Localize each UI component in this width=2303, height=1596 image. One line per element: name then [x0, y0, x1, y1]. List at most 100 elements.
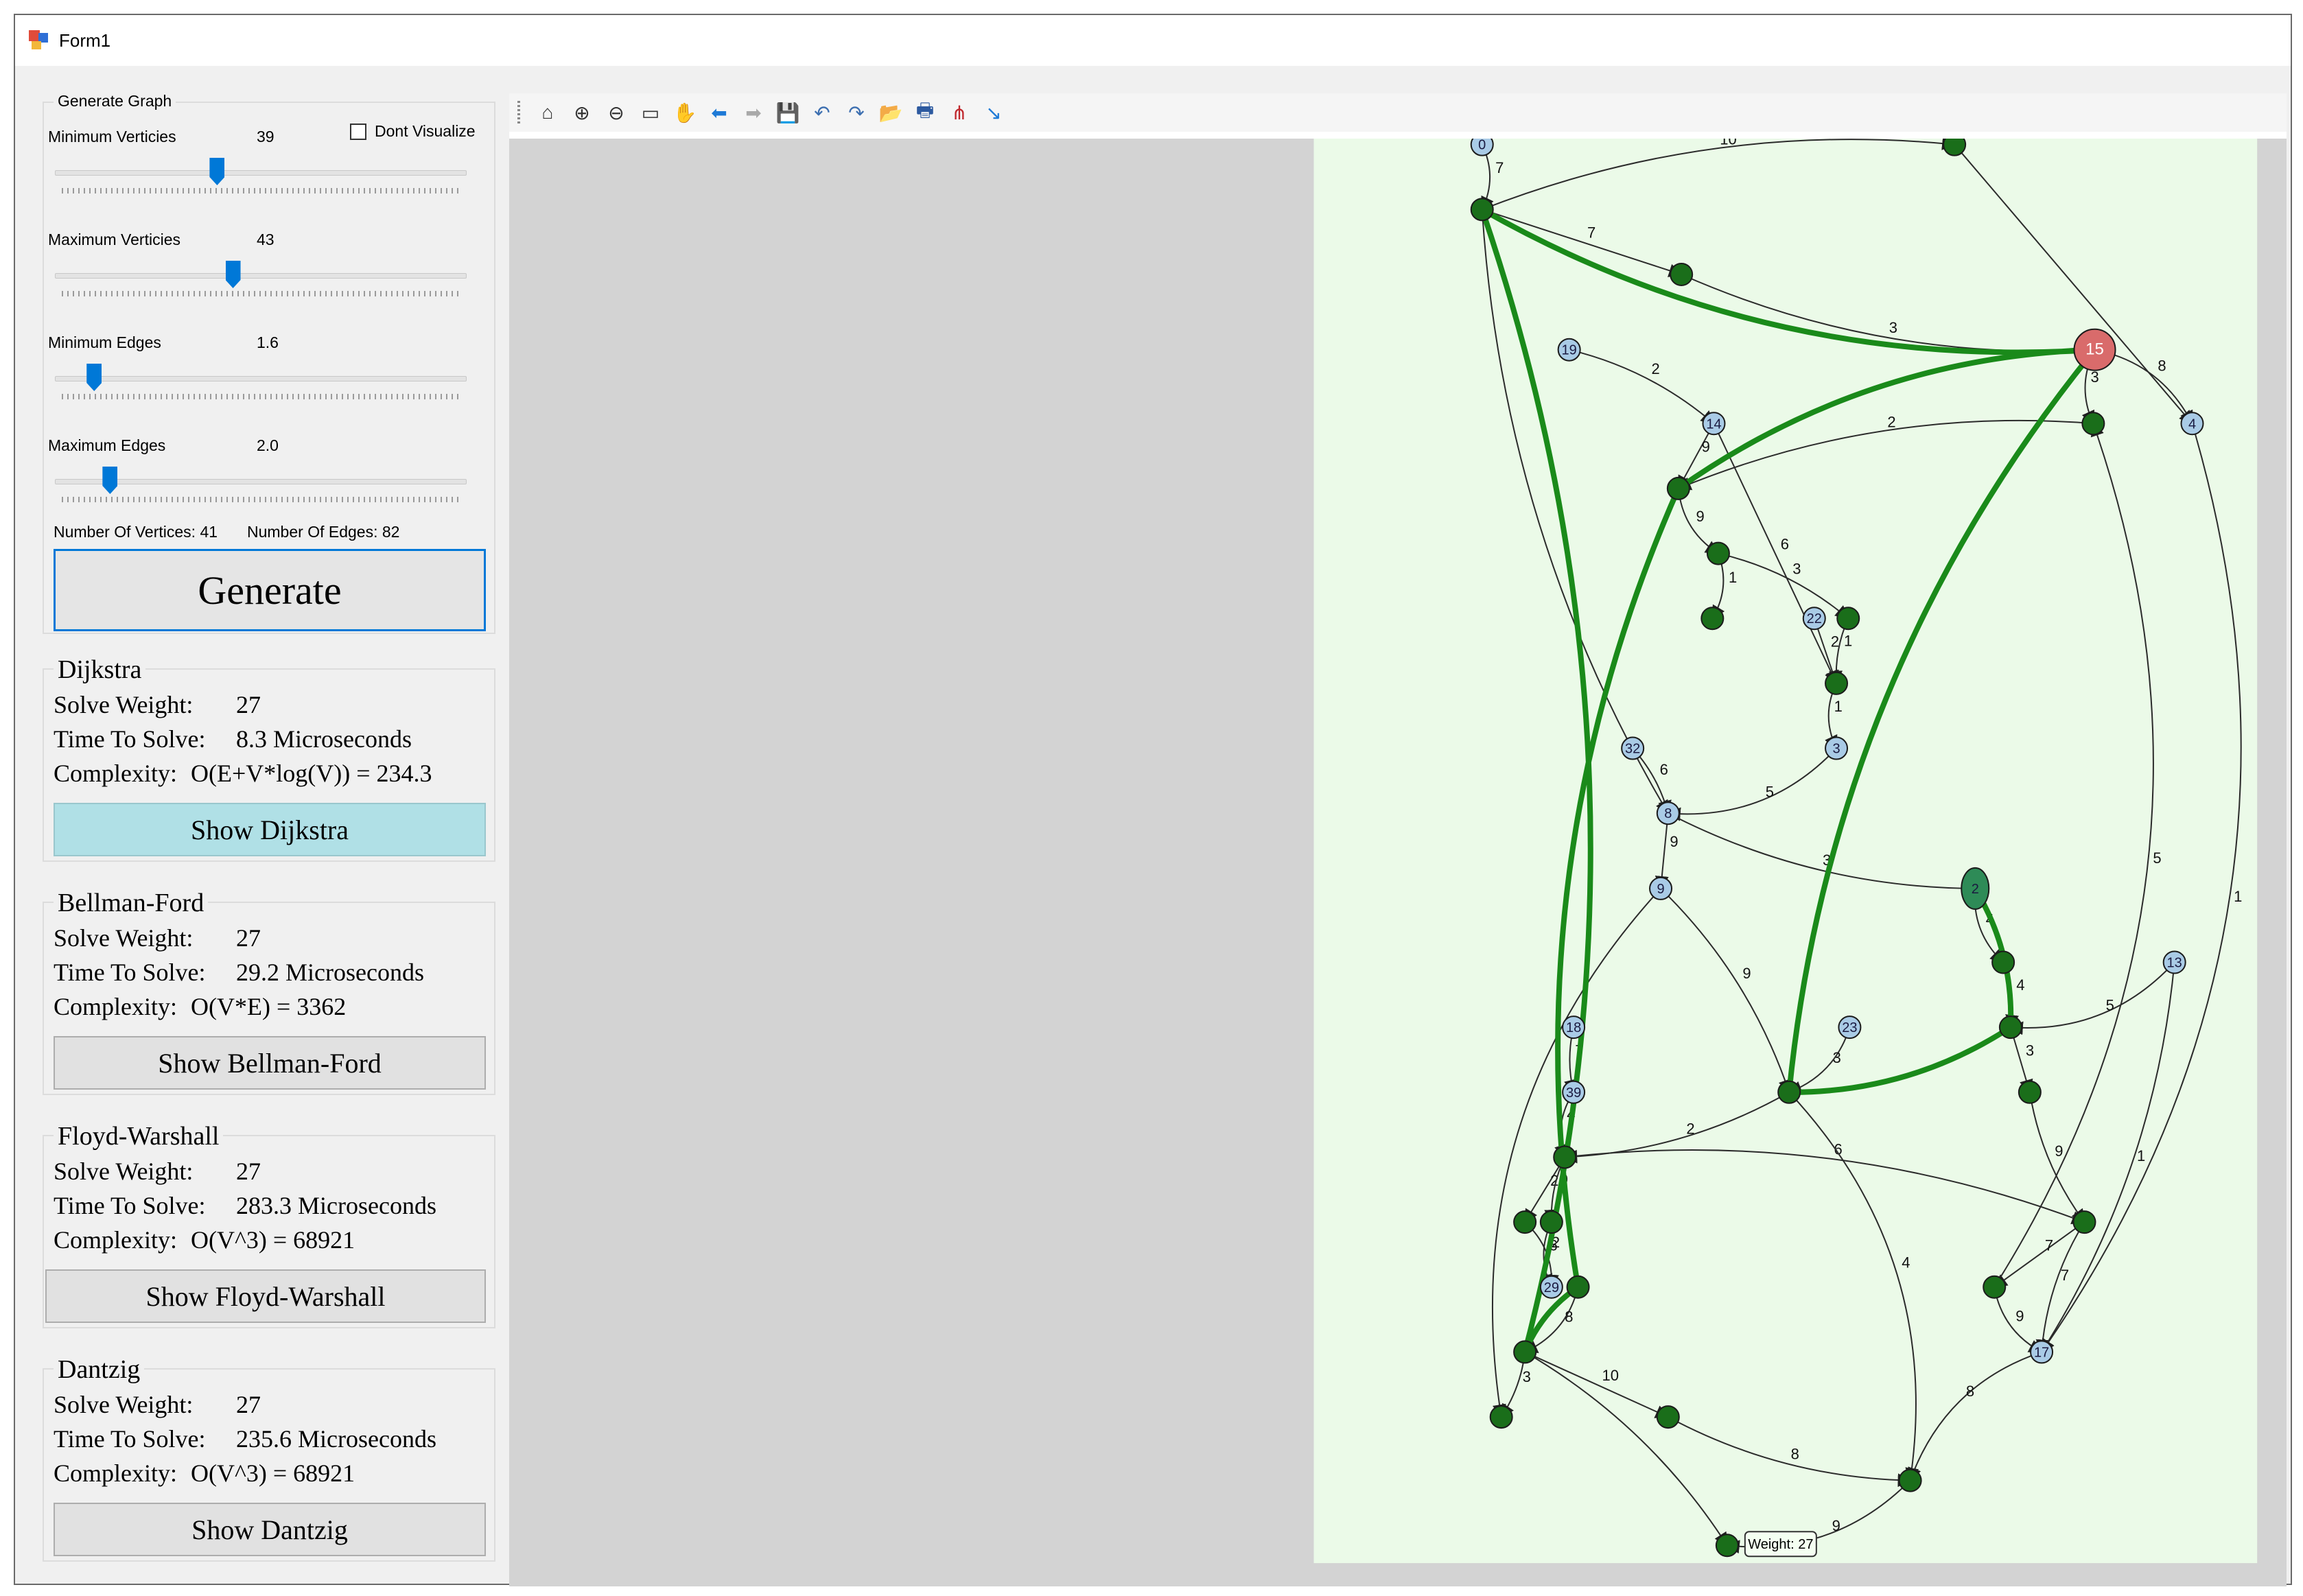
- open-folder-icon[interactable]: 📂: [878, 102, 903, 124]
- max-vertices-slider[interactable]: [55, 259, 467, 301]
- node-label: 4: [2188, 416, 2196, 432]
- home-icon[interactable]: ⌂: [541, 102, 554, 123]
- dont-visualize-checkbox[interactable]: Dont Visualize: [350, 122, 476, 141]
- graph-node[interactable]: [2081, 412, 2105, 436]
- bellman-ford-group: Bellman-Ford Solve Weight: 27 Time To So…: [43, 888, 495, 1095]
- graph-node[interactable]: [1898, 1468, 1922, 1492]
- graph-toolbar: ⌂ ⊕ ⊖ ▭ ✋ ⬅ ➡ 💾 ↶ ↷ 📂 🖶 ⋔ ↘: [509, 93, 2287, 132]
- edge-tool-icon[interactable]: ↘: [985, 102, 1002, 124]
- generate-button[interactable]: Generate: [54, 549, 486, 631]
- min-vertices-slider[interactable]: [55, 156, 467, 198]
- max-edges-slider[interactable]: [55, 465, 467, 506]
- dantzig-group: Dantzig Solve Weight: 27 Time To Solve: …: [43, 1354, 495, 1562]
- start-node[interactable]: [1961, 867, 1990, 910]
- edge-weight-label: 3: [1792, 561, 1801, 578]
- show-dantzig-button[interactable]: Show Dantzig: [54, 1503, 486, 1556]
- show-floyd-warshall-button[interactable]: Show Floyd-Warshall: [45, 1269, 486, 1323]
- edge-weight-label: 9: [1670, 833, 1678, 850]
- graph-node[interactable]: [1539, 1275, 1563, 1299]
- max-edges-label: Maximum Edges: [48, 436, 166, 454]
- graph-node[interactable]: [1836, 607, 1860, 631]
- back-arrow-icon[interactable]: ⬅: [711, 102, 727, 124]
- node-label: 22: [1807, 611, 1822, 626]
- graph-node[interactable]: [2018, 1080, 2042, 1104]
- show-dijkstra-button[interactable]: Show Dijkstra: [54, 803, 486, 856]
- graph-node[interactable]: [1777, 1080, 1801, 1104]
- zoom-in-icon[interactable]: ⊕: [574, 102, 590, 124]
- print-icon[interactable]: 🖶: [915, 99, 935, 121]
- graph-node[interactable]: [1666, 476, 1690, 500]
- graph-node[interactable]: [1649, 876, 1673, 900]
- graph-node[interactable]: [1706, 541, 1730, 565]
- graph-node[interactable]: [1943, 139, 1967, 156]
- show-bellman-ford-button[interactable]: Show Bellman-Ford: [54, 1036, 486, 1090]
- dijkstra-time: 8.3 Microseconds: [236, 725, 412, 753]
- node-label: 13: [2167, 955, 2182, 970]
- layout-icon[interactable]: ⋔: [951, 102, 968, 124]
- graph-node[interactable]: [1566, 1275, 1590, 1299]
- graph-node[interactable]: [2030, 1340, 2054, 1364]
- dont-visualize-box[interactable]: [350, 123, 366, 140]
- graph-node[interactable]: [1802, 607, 1826, 631]
- edge-weight-label: 3: [2091, 368, 2099, 386]
- edge-weight-label: 4: [2016, 976, 2024, 994]
- graph-node[interactable]: [1539, 1210, 1563, 1234]
- dont-visualize-label: Dont Visualize: [375, 122, 476, 140]
- graph-edge: [1788, 1092, 1919, 1482]
- graph-node[interactable]: [1656, 801, 1680, 825]
- graph-node[interactable]: [1825, 671, 1849, 695]
- graph-edge: [1908, 1351, 2042, 1482]
- graph-node[interactable]: [1702, 412, 1726, 436]
- dantzig-time: 235.6 Microseconds: [236, 1425, 436, 1453]
- graph-node[interactable]: [1553, 1145, 1577, 1169]
- graph-edge: [2035, 1221, 2085, 1354]
- graph-node[interactable]: [1700, 607, 1725, 631]
- graph-node[interactable]: [1715, 1534, 1739, 1558]
- graph-node[interactable]: [1838, 1016, 1862, 1040]
- node-label: 32: [1625, 742, 1640, 757]
- save-icon[interactable]: 💾: [775, 102, 800, 124]
- slider-thumb[interactable]: [102, 467, 118, 494]
- graph-node[interactable]: [1470, 139, 1494, 156]
- graph-node[interactable]: [1557, 338, 1581, 362]
- graph-node[interactable]: [1562, 1016, 1586, 1040]
- forward-arrow-icon[interactable]: ➡: [745, 102, 762, 124]
- target-node[interactable]: [2073, 328, 2116, 371]
- graph-node[interactable]: [1670, 262, 1694, 286]
- graph-node[interactable]: [2162, 950, 2186, 974]
- undo-icon[interactable]: ↶: [814, 102, 830, 124]
- graph-node[interactable]: [1991, 950, 2015, 974]
- graph-node[interactable]: [1998, 1016, 2022, 1040]
- graph-node[interactable]: [1489, 1405, 1513, 1429]
- graph-node[interactable]: [1621, 736, 1645, 760]
- slider-thumb[interactable]: [209, 158, 225, 185]
- graph-node[interactable]: [1513, 1340, 1537, 1364]
- node-label: 14: [1706, 416, 1721, 432]
- edge-weight-label: 7: [1495, 159, 1504, 176]
- zoom-out-icon[interactable]: ⊖: [608, 102, 624, 124]
- edge-weight-label: 2: [1887, 413, 1895, 430]
- slider-thumb[interactable]: [86, 364, 102, 391]
- graph-node[interactable]: [1562, 1080, 1586, 1104]
- graph-node[interactable]: [1513, 1210, 1537, 1234]
- slider-thumb[interactable]: [225, 261, 241, 288]
- graph-node[interactable]: [1470, 198, 1494, 222]
- node-label: 8: [1664, 806, 1672, 821]
- graph-edge: [1481, 209, 1669, 814]
- floyd-warshall-time: 283.3 Microseconds: [236, 1192, 436, 1219]
- toolbar-grip[interactable]: [517, 101, 520, 124]
- node-label: 9: [1657, 882, 1664, 897]
- zoom-rect-icon[interactable]: ▭: [641, 102, 660, 124]
- graph-node[interactable]: [2180, 412, 2204, 436]
- min-edges-slider[interactable]: [55, 362, 467, 403]
- pan-hand-icon[interactable]: ✋: [673, 102, 697, 124]
- graph-node[interactable]: [2072, 1210, 2096, 1234]
- redo-icon[interactable]: ↷: [848, 102, 865, 124]
- graph-node[interactable]: [1656, 1405, 1680, 1429]
- graph-node[interactable]: [1983, 1275, 2007, 1299]
- graph-node[interactable]: [1825, 736, 1849, 760]
- edge-weight-label: 9: [2015, 1307, 2024, 1324]
- num-edges-readout: Number Of Edges: 82: [247, 523, 400, 541]
